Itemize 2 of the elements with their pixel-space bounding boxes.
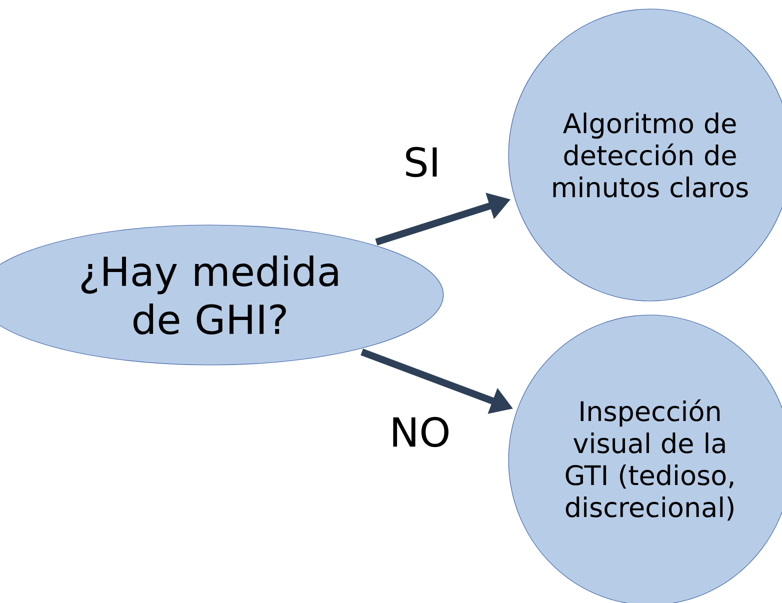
edge-label: SI <box>406 146 437 178</box>
edge-label: NO <box>393 416 448 448</box>
